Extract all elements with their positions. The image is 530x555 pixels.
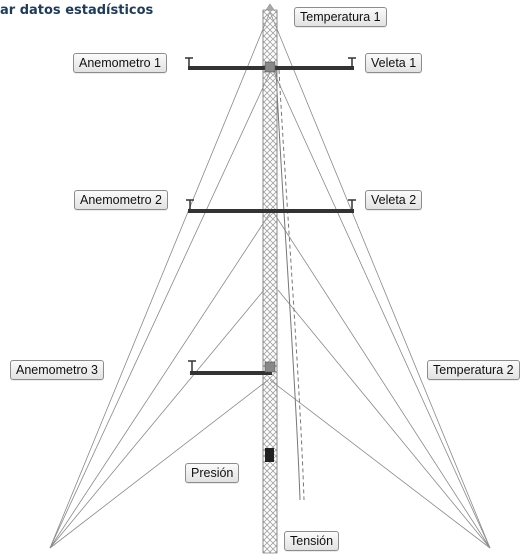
presion-button[interactable]: Presión [185, 463, 240, 483]
boom-1 [185, 57, 356, 73]
guy-wires [49, 11, 491, 549]
page-title: ar datos estadísticos [0, 3, 154, 18]
temperatura-2-button[interactable]: Temperatura 2 [427, 360, 520, 380]
temperatura-1-button[interactable]: Temperatura 1 [294, 7, 387, 27]
signal-cable [275, 69, 305, 501]
boom-3 [188, 360, 276, 375]
anemometro-3-button[interactable]: Anemometro 3 [10, 360, 104, 380]
pressure-sensor-box [265, 448, 274, 462]
anemometro-2-button[interactable]: Anemometro 2 [74, 190, 168, 210]
anemometro-1-button[interactable]: Anemometro 1 [73, 53, 167, 73]
boom-2 [186, 199, 356, 213]
mast [262, 9, 278, 554]
tension-button[interactable]: Tensión [284, 531, 340, 551]
mast-top [265, 3, 275, 11]
veleta-1-button[interactable]: Veleta 1 [365, 53, 423, 73]
veleta-2-button[interactable]: Veleta 2 [365, 190, 423, 210]
